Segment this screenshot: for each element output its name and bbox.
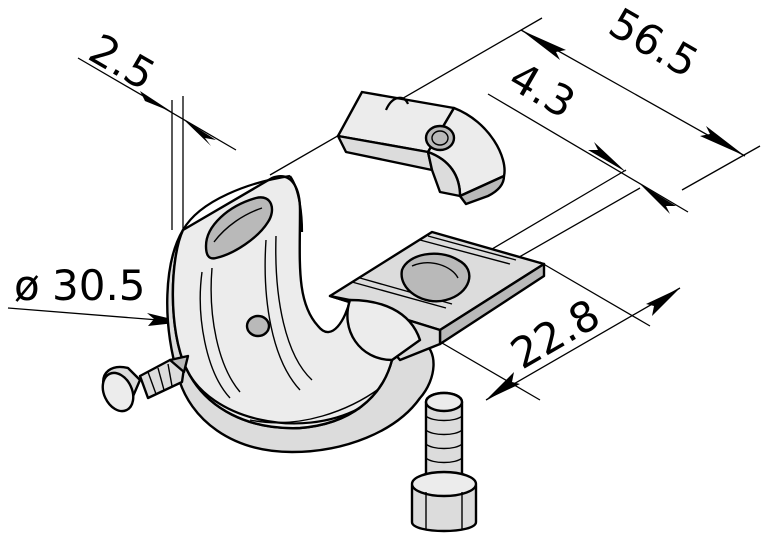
t-slot-nut: [336, 90, 506, 206]
cap-screw: [410, 391, 478, 533]
screw-hole: [245, 314, 271, 338]
dimension-label-30-5: 30.5: [52, 261, 146, 310]
dimension-diameter-30-5: ø 30.5: [7, 261, 185, 326]
nut-thread-hole: [424, 124, 456, 152]
slot-hole: [204, 196, 274, 260]
dimension-label-2-5: 2.5: [81, 24, 163, 100]
diameter-symbol: ø: [14, 261, 40, 310]
flange-hole: [400, 252, 471, 303]
self-tapping-screw: [101, 354, 190, 413]
dimension-2-5: 2.5: [77, 24, 237, 230]
arrowhead: [183, 119, 216, 146]
dimension-label-4-3: 4.3: [501, 52, 583, 128]
pipe-clamp: [166, 174, 435, 454]
dimension-label-56-5: 56.5: [601, 0, 706, 87]
mounting-flange: [328, 230, 546, 362]
dimension-label-22-8: 22.8: [503, 289, 608, 378]
